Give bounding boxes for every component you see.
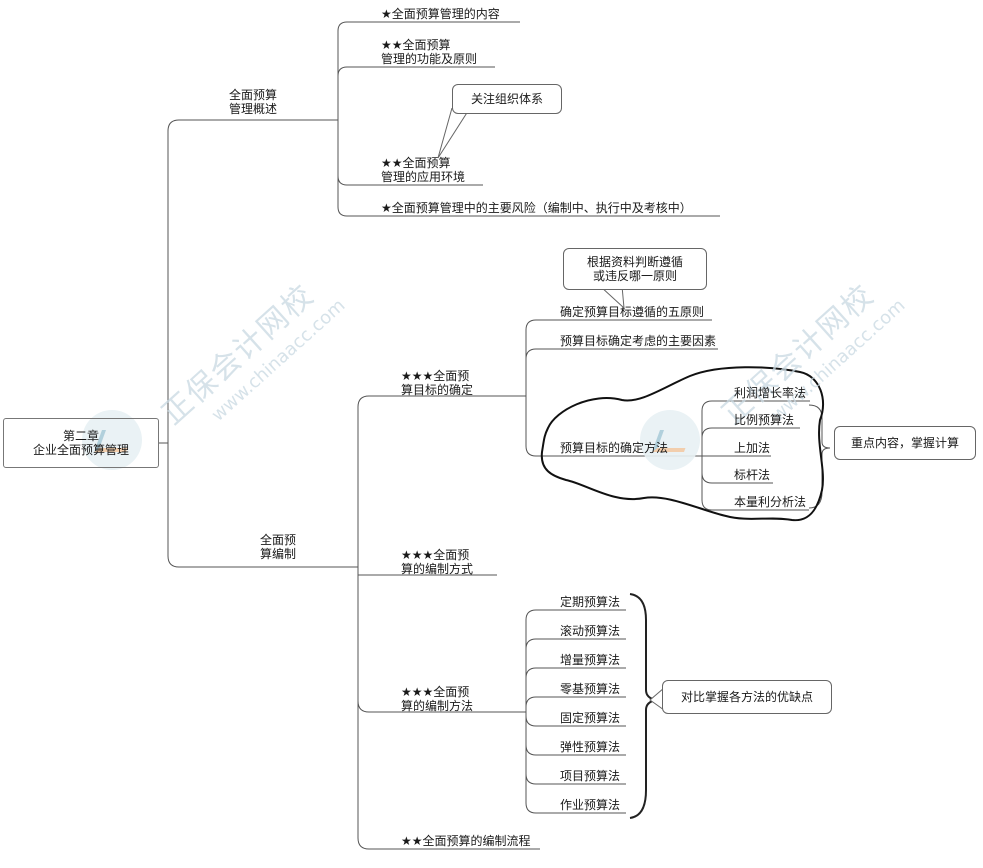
method-benchmark[interactable]: 标杆法 — [734, 468, 771, 482]
topic-compilation-methods[interactable]: ★★★全面预 算的编制方法 — [401, 685, 474, 713]
callout-organization[interactable]: 关注组织体系 — [452, 84, 562, 114]
topic-budget-risk[interactable]: ★全面预算管理中的主要风险（编制中、执行中及考核中） — [381, 201, 692, 215]
callout-compare-methods[interactable]: 对比掌握各方法的优缺点 — [662, 680, 832, 714]
method-flexible[interactable]: 弹性预算法 — [560, 740, 621, 754]
callout-pointer-principles — [599, 286, 625, 310]
topic-goal-methods[interactable]: 预算目标的确定方法 — [560, 441, 669, 455]
watermark-logo-right — [640, 410, 700, 470]
method-zero-based[interactable]: 零基预算法 — [560, 682, 621, 696]
callout-pointer-compare — [649, 687, 665, 711]
method-fixed[interactable]: 固定预算法 — [560, 711, 621, 725]
topic-budget-goal[interactable]: ★★★全面预 算目标的确定 — [401, 369, 474, 397]
topic-goal-five-principles[interactable]: 确定预算目标遵循的五原则 — [560, 305, 705, 319]
method-rolling[interactable]: 滚动预算法 — [560, 624, 621, 638]
method-proportion[interactable]: 比例预算法 — [734, 413, 795, 427]
topic-goal-factors[interactable]: 预算目标确定考虑的主要因素 — [560, 334, 717, 348]
topic-compilation-mode[interactable]: ★★★全面预 算的编制方式 — [401, 548, 474, 576]
root-topic-line2: 企业全面预算管理 — [32, 443, 129, 457]
branch-budget-compilation[interactable]: 全面预 算编制 — [259, 533, 296, 561]
method-cost-volume-profit[interactable]: 本量利分析法 — [734, 495, 807, 509]
method-project[interactable]: 项目预算法 — [560, 769, 621, 783]
method-periodic[interactable]: 定期预算法 — [560, 595, 621, 609]
method-incremental[interactable]: 增量预算法 — [560, 653, 621, 667]
callout-pointer-organization — [437, 108, 471, 159]
watermark-logo-left — [82, 410, 142, 470]
branch-budget-overview[interactable]: 全面预算 管理概述 — [228, 88, 277, 116]
callout-key-content[interactable]: 重点内容，掌握计算 — [834, 426, 976, 460]
topic-budget-content[interactable]: ★全面预算管理的内容 — [381, 7, 500, 21]
method-activity[interactable]: 作业预算法 — [560, 798, 621, 812]
root-topic[interactable]: 第二章 企业全面预算管理 — [3, 418, 159, 468]
callout-principles[interactable]: 根据资料判断遵循 或违反哪一原则 — [563, 248, 707, 290]
method-add-up[interactable]: 上加法 — [734, 441, 771, 455]
topic-compilation-process[interactable]: ★★全面预算的编制流程 — [401, 834, 531, 848]
method-profit-growth[interactable]: 利润增长率法 — [734, 386, 807, 400]
topic-budget-function[interactable]: ★★全面预算 管理的功能及原则 — [381, 38, 478, 66]
topic-budget-environment[interactable]: ★★全面预算 管理的应用环境 — [381, 156, 466, 184]
root-topic-line1: 第二章 — [62, 429, 99, 443]
